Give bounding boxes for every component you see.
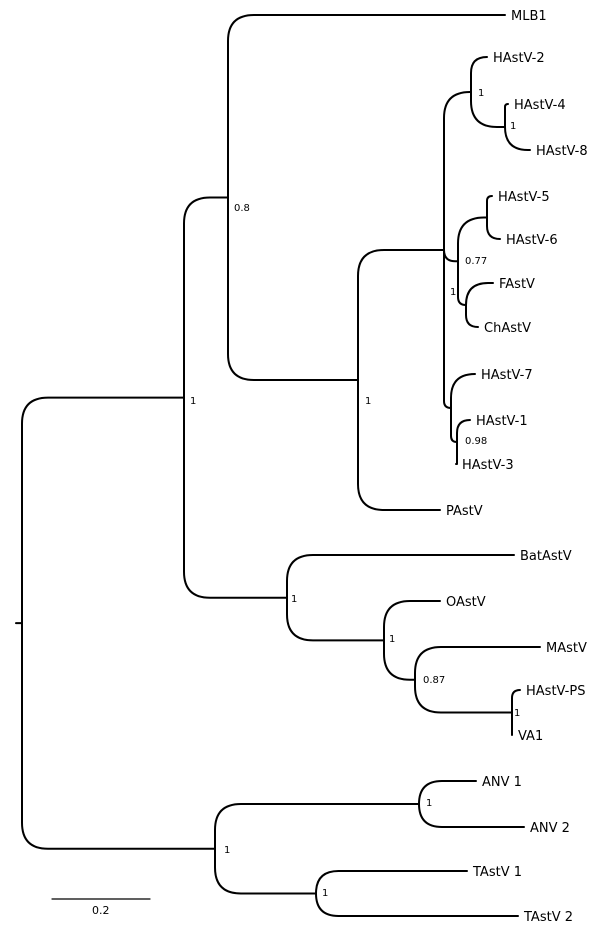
branch-humCore: [357, 249, 445, 381]
support-value-avian: 1: [224, 845, 230, 856]
taxon-label-hastv-8: HAstV-8: [536, 144, 588, 159]
taxon-label-hastv-6: HAstV-6: [506, 233, 558, 248]
support-value-hastv-5-6-f-ch: 0.77: [465, 256, 487, 267]
support-value-bat-group: 1: [291, 594, 297, 605]
branch-tastv-2: [315, 892, 519, 917]
taxon-label-batastv: BatAstV: [520, 549, 572, 564]
branch-g56fc: [443, 249, 459, 263]
branch-avian: [21, 622, 216, 850]
branch-mastv: [414, 646, 541, 681]
branch-gfc: [457, 260, 467, 306]
taxon-label-fastv: FAstV: [499, 277, 535, 292]
support-value-mammalian: 1: [190, 396, 196, 407]
branch-fastv: [465, 282, 494, 306]
branch-hastv-3: [455, 441, 458, 465]
scale-bar-label: 0.2: [92, 904, 110, 917]
taxon-label-anv-1: ANV 1: [482, 775, 522, 790]
branch-psva: [414, 678, 513, 714]
branch-oastv: [383, 600, 441, 642]
support-value-human-porcine: 1: [365, 396, 371, 407]
branch-g13: [450, 407, 458, 443]
branch-humPor: [227, 196, 359, 381]
branch-ovGrp: [286, 596, 385, 642]
branch-batastv: [286, 554, 515, 599]
branch-hastv-6: [486, 216, 501, 240]
branch-g713: [443, 249, 452, 409]
branch-pastv: [357, 379, 441, 511]
support-value-mlb1-human: 0.8: [234, 203, 250, 214]
taxon-label-hastv-4: HAstV-4: [514, 98, 566, 113]
scale-bar: 0.2: [51, 898, 151, 917]
branch-tastv-1: [315, 870, 468, 895]
taxon-label-hastv-ps: HAstV-PS: [526, 684, 585, 699]
branch-g248: [443, 91, 472, 251]
branch-hastv-7: [450, 373, 476, 409]
taxon-label-va1: VA1: [518, 729, 543, 744]
branch-chastv: [465, 304, 479, 328]
support-value-ovine-group: 1: [389, 634, 395, 645]
taxon-label-oastv: OAstV: [446, 595, 486, 610]
branch-anv-2: [418, 803, 525, 828]
taxon-label-mastv: MAstV: [546, 641, 587, 656]
taxon-label-anv-2: ANV 2: [530, 821, 570, 836]
branch-hastv-ps: [511, 689, 521, 714]
taxon-label-hastv-2: HAstV-2: [493, 51, 545, 66]
support-value-human-core: 1: [450, 287, 456, 298]
taxon-label-hastv-7: HAstV-7: [481, 368, 533, 383]
branch-mlb1: [227, 14, 506, 199]
tree-branches: [15, 14, 541, 917]
branch-mammal: [21, 396, 185, 625]
branch-mlbHum: [183, 196, 229, 399]
branch-hastv-2: [470, 56, 488, 93]
taxon-label-mlb1: MLB1: [511, 9, 547, 24]
taxon-label-hastv-1: HAstV-1: [476, 414, 528, 429]
taxon-labels: MLB1HAstV-2HAstV-4HAstV-8HAstV-5HAstV-6F…: [446, 9, 588, 925]
taxon-label-tastv-2: TAstV 2: [523, 910, 573, 925]
branch-hastv-8: [504, 126, 531, 151]
support-values: 1 1 0.77 0.98 1 1 0.8 1 0.87 1 1 1 1 1 1: [190, 88, 520, 899]
branch-hastv-5: [486, 195, 493, 219]
support-value-anv: 1: [426, 798, 432, 809]
branch-hastv-4: [504, 103, 509, 128]
branch-hastv-1: [456, 419, 471, 443]
support-value-tastv: 1: [322, 888, 328, 899]
support-value-hastv-1-3: 0.98: [465, 436, 487, 447]
support-value-hastv-2-4-8: 1: [478, 88, 484, 99]
branch-batGrp: [183, 396, 288, 599]
branch-g48: [470, 91, 506, 128]
taxon-label-hastv-3: HAstV-3: [462, 458, 514, 473]
support-value-hastv-ps-va1: 1: [514, 708, 520, 719]
branch-anv: [214, 803, 420, 850]
taxon-label-tastv-1: TAstV 1: [472, 865, 522, 880]
support-value-mink-group: 0.87: [423, 675, 445, 686]
branch-tastv: [214, 847, 317, 895]
branch-g56: [457, 216, 488, 263]
taxon-label-pastv: PAstV: [446, 504, 483, 519]
taxon-label-chastv: ChAstV: [484, 321, 531, 336]
branch-anv-1: [418, 780, 477, 805]
branch-mkGrp: [383, 639, 416, 681]
taxon-label-hastv-5: HAstV-5: [498, 190, 550, 205]
support-value-hastv-4-8: 1: [510, 121, 516, 132]
